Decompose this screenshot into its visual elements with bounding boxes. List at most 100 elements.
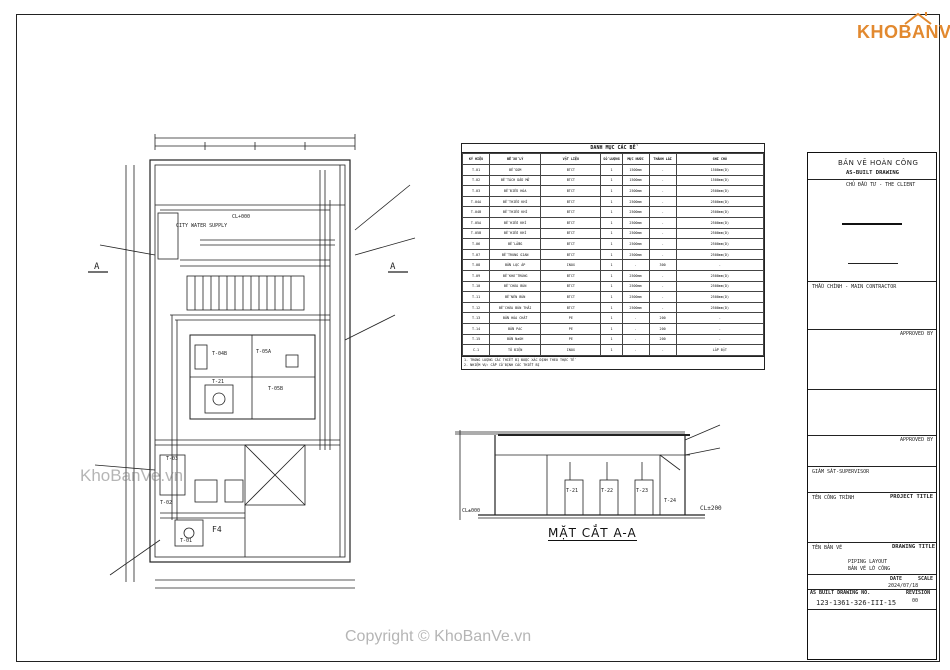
schedule-header-cell: MỰC NƯỚC	[621, 153, 650, 165]
schedule-cell: 2500mm	[621, 238, 650, 250]
level-label-right: CL±200	[700, 505, 722, 512]
schedule-cell: 1	[600, 164, 623, 176]
schedule-note: 2. NHIỆM VỤ: CẤP CỐ ĐỊNH CÁC THIẾT BỊ	[464, 362, 540, 367]
title-block-divider	[808, 492, 936, 493]
schedule-cell: 300	[648, 259, 677, 271]
schedule-cell: -	[648, 216, 677, 229]
schedule-cell: T-14	[461, 322, 491, 335]
schedule-cell: -	[648, 195, 677, 208]
note-f4: F4	[212, 525, 222, 534]
drawing-name-2: BẢN VẼ LỚ CÔNG	[848, 566, 891, 572]
schedule-cell: BTCT	[540, 301, 602, 314]
title-block-divider	[808, 609, 936, 610]
schedule-cell: 2500mm(D)	[675, 227, 765, 240]
schedule-cell: 1	[600, 291, 623, 303]
schedule-header-cell: KÝ HIỆU	[461, 153, 491, 165]
schedule-cell: -	[621, 312, 650, 324]
schedule-cell: T-04A	[461, 195, 491, 208]
schedule-cell: 1	[600, 227, 623, 240]
room-t04b: T-04B	[212, 351, 228, 357]
client-sign-line	[848, 263, 898, 264]
schedule-cell: -	[648, 280, 677, 293]
schedule-cell: -	[621, 333, 650, 346]
schedule-header-cell: GHI CHÚ	[675, 153, 765, 165]
schedule-cell: BTCT	[540, 227, 602, 240]
approved-label-1: APPROVED BY	[900, 331, 934, 337]
schedule-cell: 2500mm(D)	[675, 206, 765, 218]
title-block-divider	[808, 281, 936, 282]
schedule-cell: T-13	[461, 312, 491, 324]
schedule-cell: T-05B	[461, 227, 491, 240]
schedule-cell: BỂ NÉN BÙN	[489, 291, 542, 303]
client-name-bar	[842, 223, 902, 225]
schedule-cell: BTCT	[540, 185, 602, 197]
schedule-cell: 2500mm(D)	[675, 216, 765, 229]
schedule-cell: -	[675, 312, 765, 324]
schedule-title: DANH MỤC CÁC BỂ	[462, 144, 764, 153]
title-block-divider	[808, 435, 936, 436]
schedule-cell: T-04B	[461, 206, 491, 218]
schedule-cell: BỂ CHỨA BÙN	[489, 280, 542, 293]
title-block-divider	[808, 329, 936, 330]
schedule-cell: T-15	[461, 333, 491, 346]
schedule-cell: 1	[600, 301, 623, 314]
title-block: BẢN VẼ HOÀN CÔNG AS-BUILT DRAWING CHỦ ĐẦ…	[807, 152, 937, 660]
schedule-cell: 1500mm	[621, 164, 650, 176]
schedule-cell: 1	[600, 206, 623, 218]
schedule-cell: -	[648, 238, 677, 250]
schedule-cell: BỒN NaOH	[489, 333, 542, 346]
section-tank-label: T-23	[636, 488, 649, 494]
project-title-label: PROJECT TITLE	[890, 494, 934, 500]
schedule-header-row: KÝ HIỆU BỂ XỬ LÝ VẬT LIỆU SỐ LƯỢNG MỰC N…	[461, 153, 765, 165]
schedule-cell: 2500mm	[621, 248, 650, 261]
schedule-cell: 2500mm	[621, 195, 650, 208]
schedule-cell: 200	[648, 322, 677, 335]
schedule-cell: BỒN HÓA CHẤT	[489, 312, 542, 324]
schedule-cell: 2500mm	[621, 269, 650, 282]
schedule-cell: BTCT	[540, 269, 602, 282]
schedule-cell: PE	[540, 312, 602, 324]
room-t05a: T-05A	[256, 349, 272, 355]
schedule-cell: -	[675, 259, 765, 271]
schedule-note: 1. TRONG LƯỢNG CÁC THIẾT BỊ ĐƯỢC XÁC ĐỊN…	[464, 357, 575, 362]
schedule-cell: 2500mm	[621, 216, 650, 229]
schedule-cell: 2500mm	[621, 301, 650, 314]
schedule-cell: -	[648, 164, 677, 176]
drawing-name-1: PIPING LAYOUT	[848, 559, 888, 565]
title-block-divider	[808, 574, 936, 575]
revision-label: REVISION	[906, 590, 931, 596]
schedule-cell: 2500mm(D)	[675, 269, 765, 282]
schedule-cell: 1	[600, 216, 623, 229]
schedule-cell: -	[621, 259, 650, 271]
schedule-cell: BỂ ĐIỀU HÒA	[489, 185, 542, 197]
schedule-cell: -	[648, 227, 677, 240]
date-label: DATE	[890, 576, 903, 582]
schedule-cell: BỒN PAC	[489, 322, 542, 335]
approved-label-2: APPROVED BY	[900, 437, 934, 443]
schedule-cell: BTCT	[540, 206, 602, 218]
logo-house-icon	[904, 12, 932, 25]
schedule-cell: 1	[600, 174, 623, 187]
drawing-title-label: DRAWING TITLE	[892, 544, 936, 550]
schedule-cell: BTCT	[540, 195, 602, 208]
schedule-cell: BỂ THIẾU KHÍ	[489, 195, 542, 208]
schedule-cell: 1	[600, 269, 623, 282]
schedule-cell: T-09	[461, 269, 491, 282]
schedule-cell: T-03	[461, 185, 491, 197]
schedule-cell: 2500mm	[621, 206, 650, 218]
watermark-footer: Copyright © KhoBanVe.vn	[345, 628, 532, 645]
schedule-cell: TỦ ĐIỆN	[489, 344, 542, 356]
schedule-cell: BTCT	[540, 216, 602, 229]
schedule-cell: BTCT	[540, 164, 602, 176]
schedule-cell: -	[648, 185, 677, 197]
schedule-cell: 2500mm(D)	[675, 195, 765, 208]
schedule-cell: T-11	[461, 291, 491, 303]
